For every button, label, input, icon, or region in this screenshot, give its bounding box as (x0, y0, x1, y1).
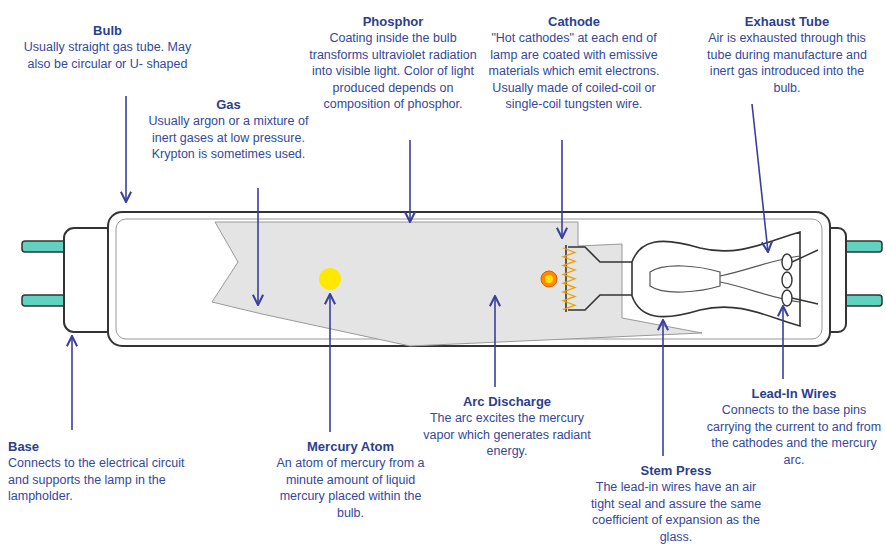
callout-text: "Hot cathodes" at each end of lamp are c… (478, 30, 670, 113)
callout-text: The lead-in wires have an air tight seal… (586, 479, 766, 545)
callout: Stem PressThe lead-in wires have an air … (586, 462, 766, 545)
cathode-supports (566, 245, 635, 312)
callout-title: Gas (146, 96, 311, 113)
callout-text: The arc excites the mercury vapor which … (418, 410, 596, 460)
callout-text: Connects to the electrical circuit and s… (8, 455, 190, 505)
callout-title: Lead-In Wires (706, 385, 882, 402)
callout-text: Connects to the base pins carrying the c… (706, 402, 882, 468)
callout-text: Air is exhausted through this tube durin… (696, 30, 878, 96)
callout: Cathode"Hot cathodes" at each end of lam… (478, 13, 670, 113)
callout-text: Usually straight gas tube. May also be c… (15, 39, 200, 72)
mercury-atom (319, 268, 341, 290)
callout-text: Usually argon or a mixture of inert gase… (146, 113, 311, 163)
callout: Lead-In WiresConnects to the base pins c… (706, 385, 882, 468)
arc-discharge (212, 222, 702, 346)
cathode-glow (541, 271, 557, 287)
callout: PhosphorCoating inside the bulb transfor… (303, 13, 483, 113)
callout-text: An atom of mercury from a minute amount … (268, 455, 433, 521)
callout: Arc DischargeThe arc excites the mercury… (418, 393, 596, 460)
exhaust-tube-inner (650, 266, 720, 292)
callout-title: Phosphor (303, 13, 483, 30)
callout-title: Base (8, 438, 190, 455)
lead-in-wires (782, 250, 818, 306)
callout-text: Coating inside the bulb transforms ultra… (303, 30, 483, 113)
leader-lines (72, 96, 783, 456)
cathode-coil (563, 248, 575, 310)
glass-bulb (108, 212, 830, 346)
stem-press (632, 232, 800, 326)
callout: BulbUsually straight gas tube. May also … (15, 22, 200, 72)
cathode-glow-core (545, 275, 553, 283)
callout: Exhaust TubeAir is exhausted through thi… (696, 13, 878, 96)
callout-title: Cathode (478, 13, 670, 30)
callout: GasUsually argon or a mixture of inert g… (146, 96, 311, 163)
callout-title: Exhaust Tube (696, 13, 878, 30)
callout-title: Mercury Atom (268, 438, 433, 455)
callout-title: Stem Press (586, 462, 766, 479)
callout-title: Arc Discharge (418, 393, 596, 410)
callout-title: Bulb (15, 22, 200, 39)
callout: Mercury AtomAn atom of mercury from a mi… (268, 438, 433, 521)
callout: BaseConnects to the electrical circuit a… (8, 438, 190, 505)
